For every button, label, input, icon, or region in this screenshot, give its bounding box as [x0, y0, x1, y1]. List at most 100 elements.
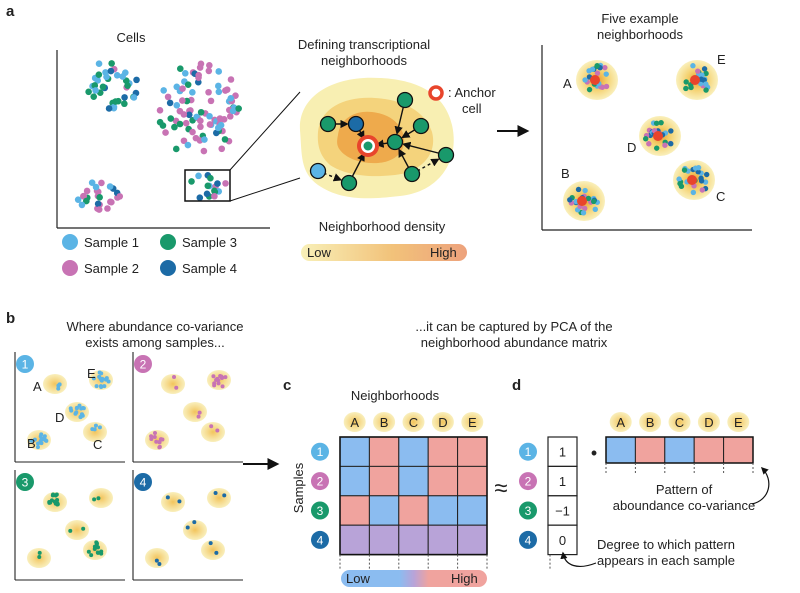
cell-dot: [207, 174, 214, 182]
legend-swatch: [62, 260, 78, 276]
example-dot: [681, 167, 688, 173]
mini-dot: [154, 558, 159, 563]
mini-halo: [65, 520, 89, 540]
cell-dot: [95, 206, 103, 213]
example-dot: [703, 81, 709, 87]
mini-dot: [209, 424, 214, 429]
legend-label: Sample 3: [182, 235, 237, 250]
mini-dot: [157, 445, 162, 450]
graph-edge: [411, 158, 440, 175]
mini-dot: [214, 550, 219, 555]
mini-dot: [165, 495, 170, 500]
row-label: 1: [317, 445, 324, 459]
row-badge: [311, 501, 329, 520]
mini-dot: [220, 384, 225, 389]
matrix-cell: [398, 495, 429, 526]
row-badge: [311, 472, 329, 491]
mini-halo: [89, 488, 113, 508]
sample-number: 2: [140, 358, 147, 372]
cell-dot: [180, 111, 188, 118]
cell-dot: [104, 205, 111, 212]
legend-swatch: [160, 260, 176, 276]
graph-edge: [317, 170, 343, 182]
mini-dot: [213, 491, 218, 496]
density-scale: [301, 244, 467, 261]
pattern-cell: [634, 436, 666, 464]
example-anchor: [687, 175, 697, 185]
cell-dot: [133, 76, 140, 84]
mini-dot: [68, 528, 73, 533]
matrix-cell: [457, 495, 488, 526]
cell-dot: [226, 113, 234, 120]
graph-node: [340, 174, 358, 192]
degree-label-1: Degree to which pattern: [597, 537, 735, 552]
zoom-line-top: [229, 91, 301, 171]
cell-dot: [98, 179, 105, 187]
mini-dot: [42, 434, 47, 439]
cell-dot: [215, 88, 223, 96]
vector-row-badge: [519, 442, 537, 461]
dot-product: •: [591, 443, 597, 463]
cell-dot: [83, 187, 91, 195]
mini-letter: B: [27, 436, 36, 451]
cell-dot: [108, 198, 115, 206]
pattern-column-label: A: [616, 415, 625, 430]
cell-dot: [206, 112, 213, 120]
mini-dot: [74, 410, 79, 415]
mini-dot: [94, 384, 99, 389]
column-label: A: [350, 415, 359, 430]
example-letter: D: [627, 140, 636, 155]
pattern-column-label: C: [675, 415, 684, 430]
matrix-border: [339, 436, 488, 556]
cell-dot: [197, 117, 204, 125]
cell-dot: [171, 123, 178, 131]
matrix-cell: [398, 524, 429, 556]
neighborhoods-label: Neighborhoods: [351, 388, 440, 403]
column-label: D: [438, 415, 447, 430]
mini-dot: [97, 425, 102, 430]
mini-plot: 4: [132, 470, 243, 581]
matrix-cell: [339, 436, 370, 467]
example-dot: [695, 68, 701, 74]
panel-label-d: d: [512, 377, 521, 394]
cell-dot: [180, 137, 188, 145]
row-label: 2: [317, 475, 324, 489]
cell-dot: [106, 183, 114, 190]
example-dot: [688, 84, 694, 91]
cell-dot: [172, 145, 180, 153]
vector-row-badge: [519, 472, 537, 491]
cell-dot: [195, 71, 202, 79]
cell-dot: [124, 82, 131, 90]
example-dot: [603, 83, 610, 90]
matrix-cell: [427, 495, 459, 526]
zoom-line-bottom: [229, 177, 301, 202]
mini-dot: [96, 545, 101, 550]
cell-dot: [189, 89, 196, 96]
mini-dot: [74, 406, 79, 411]
example-dot: [582, 187, 588, 194]
cell-dot: [88, 179, 96, 186]
mini-dot: [96, 496, 101, 501]
mini-dot: [106, 379, 111, 384]
vector-row-badge: [519, 530, 537, 549]
graph-node: [396, 91, 414, 109]
column-halo: [402, 412, 425, 432]
cell-dot: [130, 94, 138, 101]
cell-dot: [108, 60, 115, 67]
cell-dot: [162, 129, 169, 136]
mini-dot: [54, 492, 59, 497]
mini-dot: [68, 406, 73, 411]
mini-dot: [93, 423, 98, 428]
example-dot: [658, 119, 664, 126]
cell-dot: [185, 111, 193, 119]
mini-dot: [149, 434, 154, 439]
cell-dot: [110, 104, 118, 112]
cell-dot: [95, 60, 103, 68]
example-dot: [668, 141, 674, 147]
five-title-1: Five example: [601, 11, 678, 26]
example-dot: [690, 63, 696, 69]
matrix-cell: [427, 465, 459, 497]
cell-dot: [204, 182, 212, 190]
vector-row-label: 2: [525, 475, 532, 489]
